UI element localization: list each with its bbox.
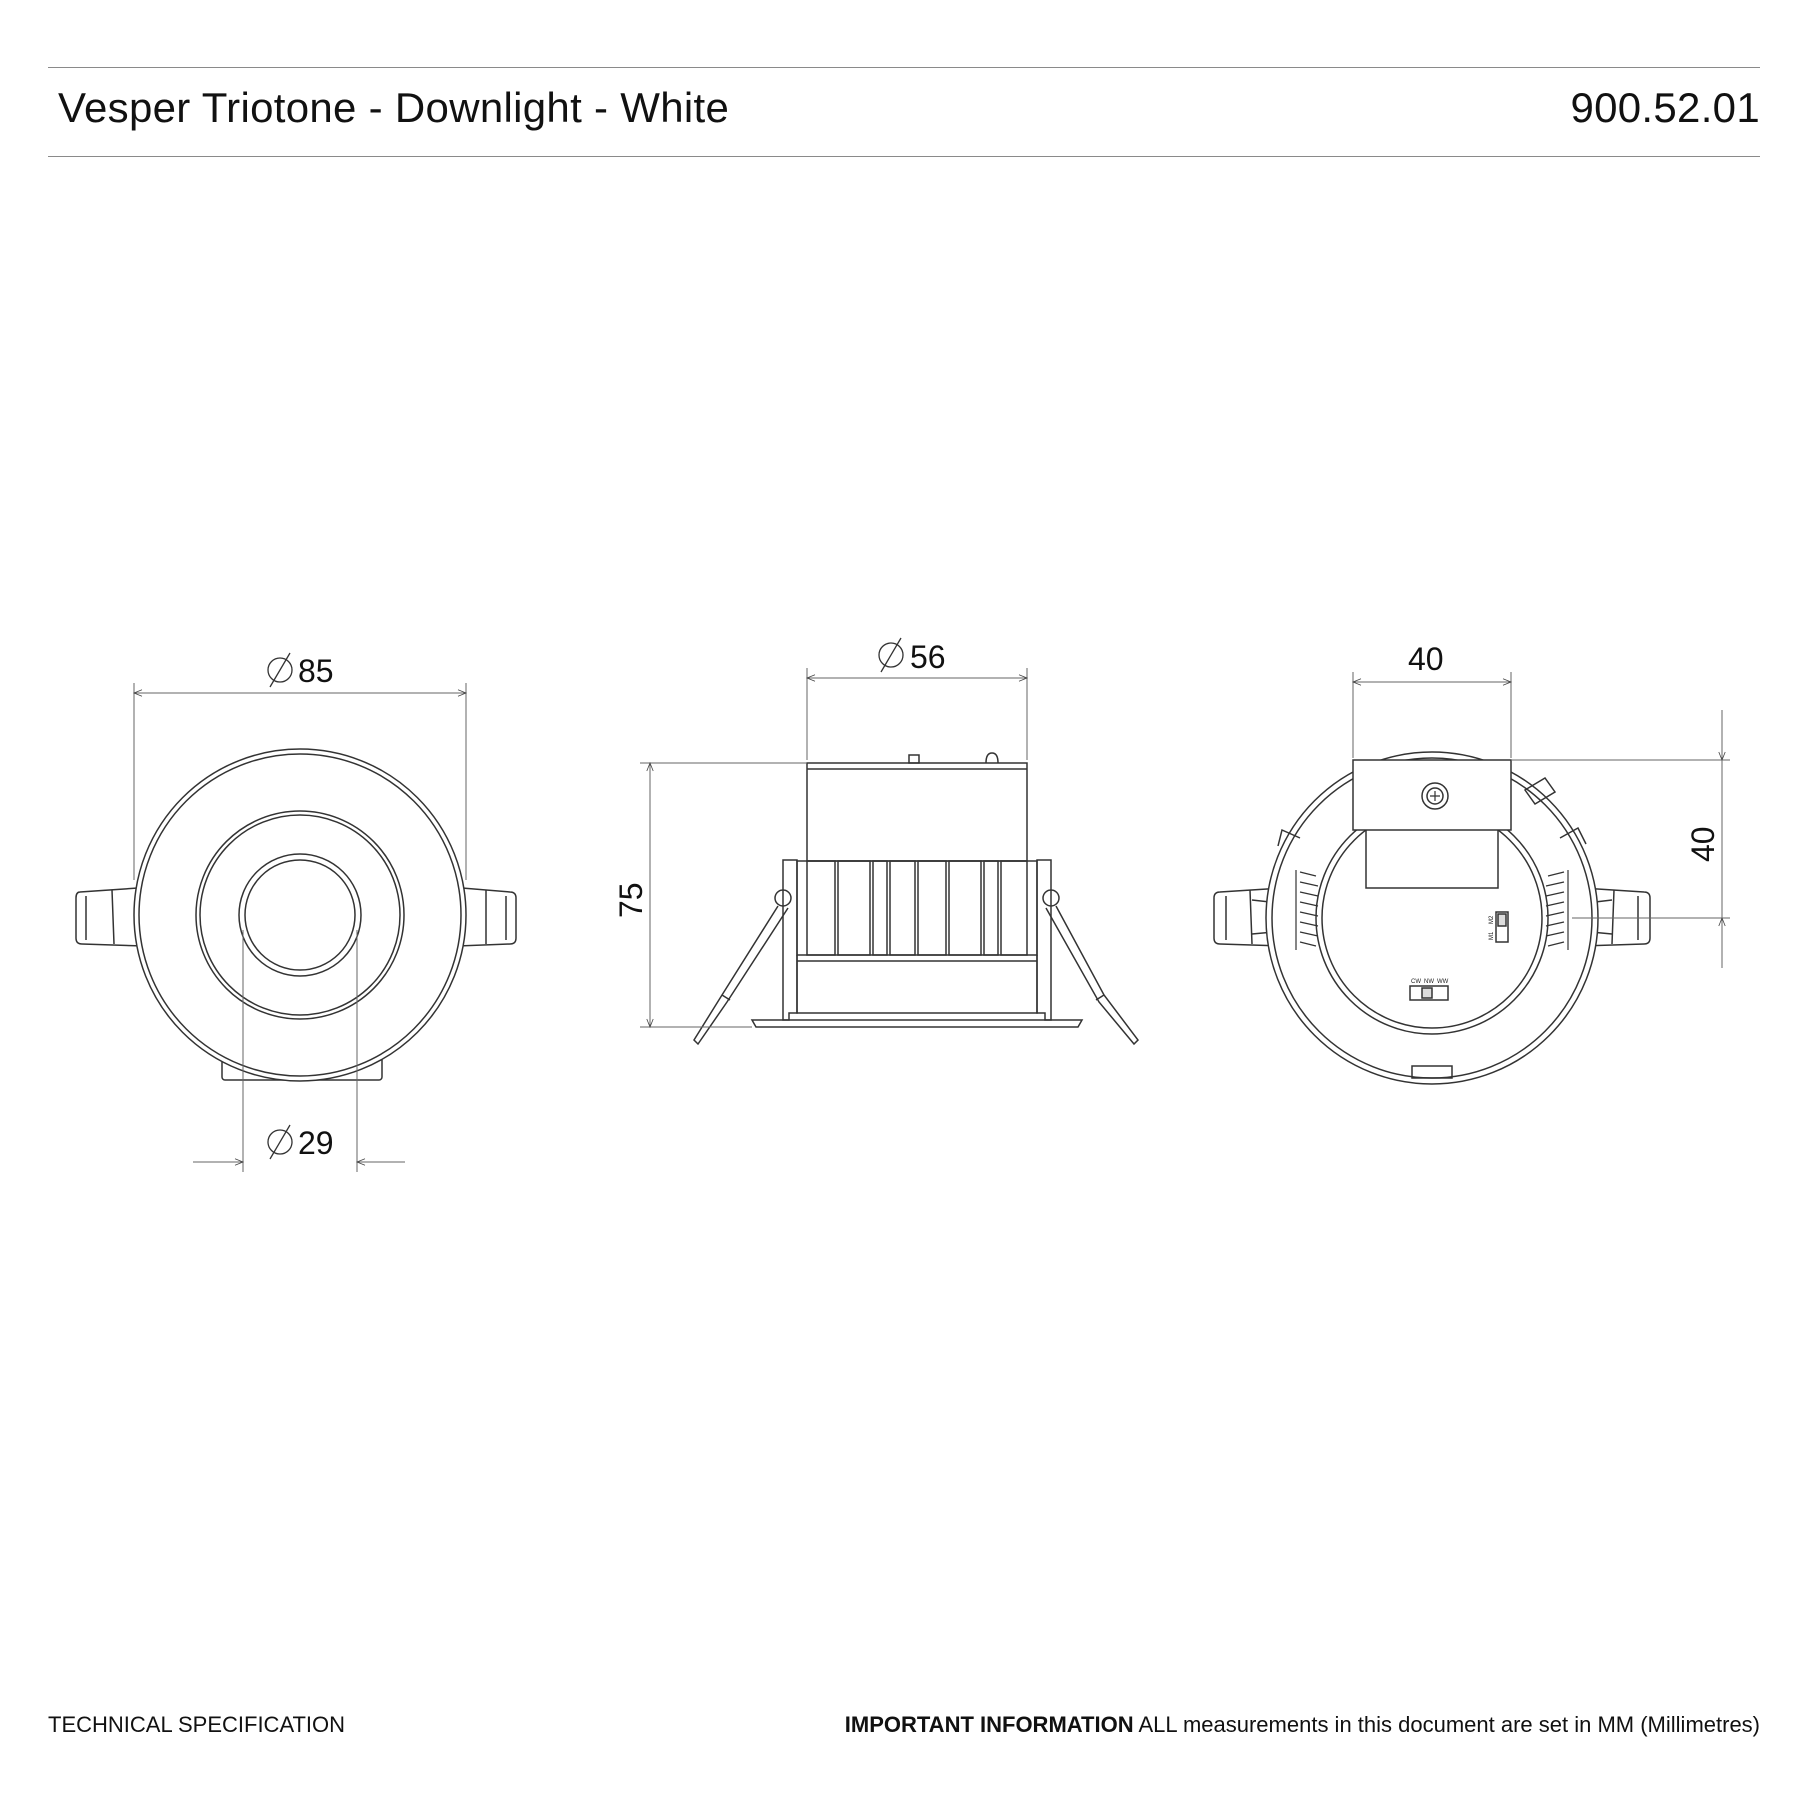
front-dimensions [132, 652, 468, 1172]
side-right-spring [1042, 889, 1139, 1046]
front-reflector-ring [195, 810, 405, 1020]
page-title: Vesper Triotone - Downlight - White [58, 84, 730, 131]
rear-mode-label-m2: M2 [1489, 915, 1495, 924]
front-outer-diameter-label: 85 [298, 653, 334, 689]
front-left-clip [75, 887, 145, 947]
front-outer-bezel [133, 748, 467, 1082]
rear-cct-switch [1409, 985, 1449, 1001]
front-lens-inner [244, 859, 356, 971]
footer-technical-specification: TECHNICAL SPECIFICATION [48, 1712, 346, 1737]
rear-right-spring-coils [1545, 870, 1569, 950]
product-code: 900.52.01 [1570, 84, 1760, 131]
rear-dimensions [1351, 672, 1730, 968]
side-height-label: 75 [613, 882, 649, 918]
diameter-symbol [267, 1129, 293, 1155]
rear-right-clip [1569, 887, 1651, 947]
rear-height-label: 40 [1685, 826, 1721, 862]
front-inner-diameter-label: 29 [298, 1125, 334, 1161]
side-trim-flange [750, 1019, 1084, 1028]
front-view [75, 748, 517, 1082]
footer-important-information: IMPORTANT INFORMATION ALL measurements i… [845, 1712, 1760, 1738]
front-right-clip [457, 887, 517, 947]
rear-mode-switch [1495, 911, 1509, 943]
rear-switch-label-nw: NW [1424, 979, 1434, 985]
side-left-spring [693, 889, 792, 1046]
diameter-symbol [267, 657, 293, 683]
rear-mode-label-m1: M1 [1489, 931, 1495, 940]
important-information-label: IMPORTANT INFORMATION [844, 1712, 1134, 1737]
side-heatsink [796, 860, 1038, 1014]
side-view [693, 752, 1139, 1046]
rear-view [1213, 751, 1651, 1085]
rear-width-label: 40 [1408, 641, 1444, 677]
diameter-symbol [878, 642, 904, 668]
rear-screw [1421, 782, 1449, 810]
side-diameter-label: 56 [910, 639, 946, 675]
side-dimensions [640, 637, 1029, 1029]
front-lens-outer [238, 853, 362, 977]
side-housing [806, 762, 1028, 862]
header-bottom-rule [48, 156, 1760, 157]
header-top-rule [48, 67, 1760, 68]
important-information-text: ALL measurements in this document are se… [1138, 1712, 1761, 1737]
rear-switch-label-cw: CW [1411, 979, 1421, 985]
rear-switch-label-ww: WW [1437, 979, 1449, 985]
rear-driver-box [1352, 759, 1512, 831]
rear-left-spring-coils [1295, 870, 1319, 950]
rear-left-clip [1213, 887, 1297, 947]
